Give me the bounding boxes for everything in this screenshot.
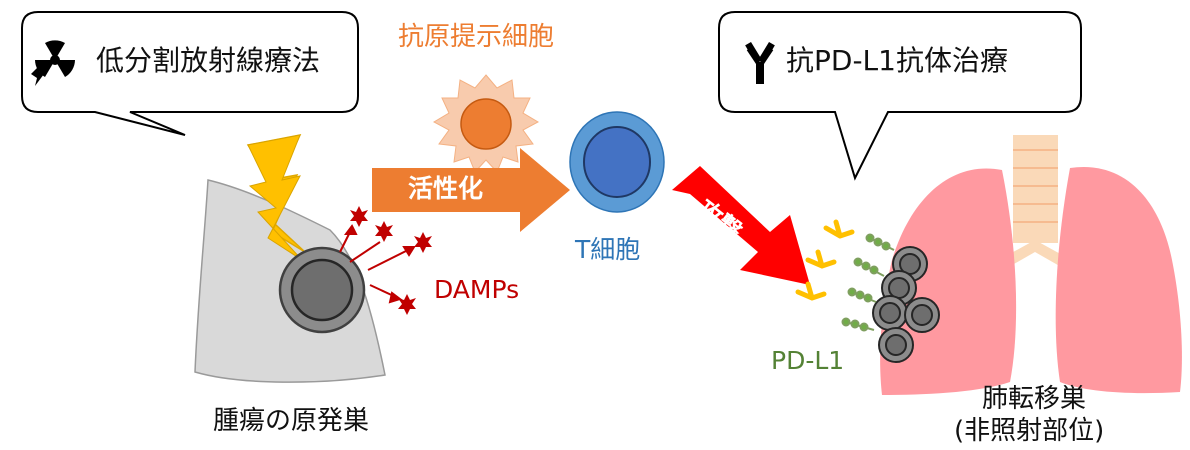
pd-l1-callout-bubble [718,11,1082,181]
damps-particles [350,206,432,315]
lung-metastasis-label: 肺転移巣 [982,384,1087,414]
attack-arrow [672,166,810,285]
left-lung [880,168,1017,395]
antigen-presenting-cell-nucleus [460,98,512,150]
t-cell [569,111,665,213]
pd-l1-therapy-label: 抗PD-L1抗体治療 [786,44,1008,77]
anti-pd-l1-antibodies [795,219,855,301]
primary-tumor-label: 腫瘍の原発巣 [213,406,370,436]
right-lung [1055,166,1182,394]
damps-label: DAMPs [434,275,520,304]
pd-l1-molecules [841,233,895,332]
lungs [880,135,1182,395]
antibody-icon [739,37,781,84]
lung-metastasis-sublabel: (非照射部位) [954,416,1105,446]
tumor-cell [278,246,366,334]
radiation-callout-bubble [21,11,359,136]
t-cell-label: T細胞 [575,235,641,264]
antigen-presenting-cell-label: 抗原提示細胞 [398,22,555,52]
metastatic-tumor-cells [872,246,940,363]
activation-arrow [372,148,570,232]
activation-label: 活性化 [408,174,484,203]
radiation-icon [31,40,75,86]
pd-l1-label: PD-L1 [771,346,845,375]
radiation-therapy-label: 低分割放射線療法 [96,44,321,77]
damps-release [339,224,416,304]
